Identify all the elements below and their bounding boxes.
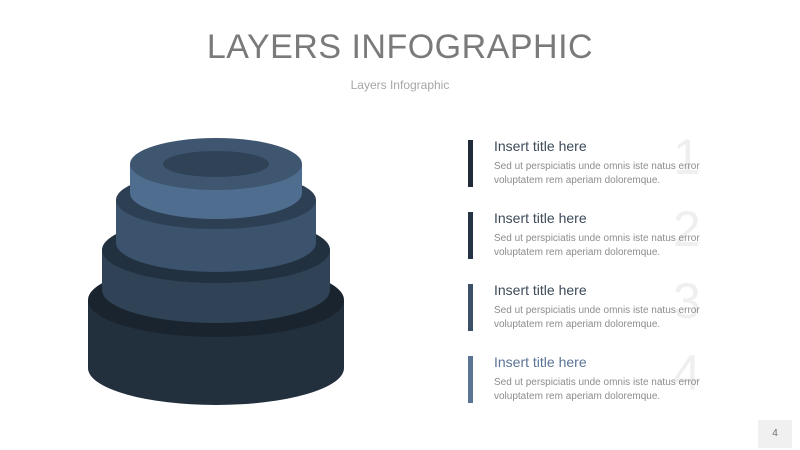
list-item-1: 1 Insert title here Sed ut perspiciatis … <box>468 132 728 188</box>
list-item-4: 4 Insert title here Sed ut perspiciatis … <box>468 348 728 404</box>
item-2-title: Insert title here <box>494 210 587 226</box>
item-1-number: 1 <box>673 129 701 185</box>
item-3-text: Sed ut perspiciatis unde omnis iste natu… <box>494 305 700 330</box>
item-3-number: 3 <box>673 273 701 329</box>
item-1-bar <box>468 140 473 187</box>
list-item-2: 2 Insert title here Sed ut perspiciatis … <box>468 204 728 260</box>
item-4-text: Sed ut perspiciatis unde omnis iste natu… <box>494 377 700 402</box>
item-2-number: 2 <box>673 201 701 257</box>
list-item-3: 3 Insert title here Sed ut perspiciatis … <box>468 276 728 332</box>
item-4-title: Insert title here <box>494 354 587 370</box>
item-1-title: Insert title here <box>494 138 587 154</box>
layer-1 <box>130 138 302 219</box>
item-3-bar <box>468 284 473 331</box>
item-2-bar <box>468 212 473 259</box>
item-3-title: Insert title here <box>494 282 587 298</box>
item-4-bar <box>468 356 473 403</box>
item-4-number: 4 <box>673 345 701 401</box>
layered-cylinder-graphic <box>88 138 344 405</box>
slide-title: LAYERS INFOGRAPHIC <box>206 28 594 66</box>
item-1-text: Sed ut perspiciatis unde omnis iste natu… <box>494 161 700 186</box>
item-2-text: Sed ut perspiciatis unde omnis iste natu… <box>494 233 700 258</box>
layer-1-hole <box>163 151 269 177</box>
page-number: 4 <box>758 420 792 448</box>
slide-subtitle: Layers Infographic <box>350 78 450 92</box>
